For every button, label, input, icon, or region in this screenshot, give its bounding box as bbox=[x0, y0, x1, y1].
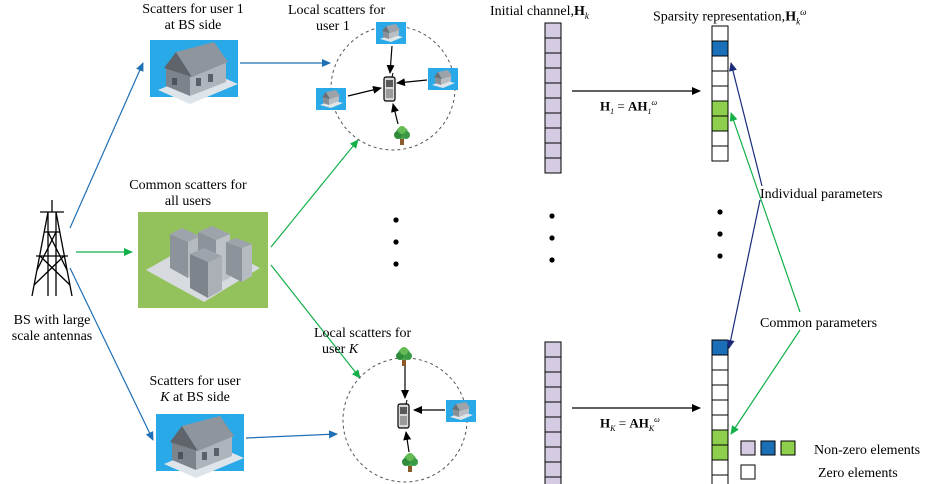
legend-nonzero-label: Non-zero elements bbox=[814, 443, 921, 458]
local-scatter-cluster-userK bbox=[342, 347, 476, 483]
legend-swatches bbox=[740, 440, 796, 480]
scatters-userK-var: K bbox=[160, 390, 170, 405]
buildings-common-icon bbox=[138, 212, 268, 308]
sparse-userK-cell bbox=[711, 474, 729, 484]
initial-channel-user1-cell bbox=[544, 97, 562, 114]
initial-channel-userK-cell bbox=[544, 356, 562, 373]
initial-channel-user1-cell bbox=[544, 112, 562, 129]
sparse-userK-cell bbox=[711, 444, 729, 461]
sparsity-sym: H bbox=[785, 9, 797, 25]
common-parameters-label: Common parameters bbox=[760, 316, 878, 331]
initial-channel-user1-cell bbox=[544, 142, 562, 159]
local-scatter-cluster-user1 bbox=[316, 22, 458, 151]
phone-icon bbox=[383, 72, 396, 102]
initial-channel-vector-user1 bbox=[544, 22, 562, 174]
common-scatters-line1: Common scatters for bbox=[129, 178, 247, 193]
initial-channel-userK-cell bbox=[544, 341, 562, 358]
initial-channel-userK-cell bbox=[544, 416, 562, 433]
bs-tower-icon bbox=[31, 200, 73, 297]
sparse-userK-cell bbox=[711, 459, 729, 476]
sparse-userK-cell bbox=[711, 354, 729, 371]
scatters-user1-line2: at BS side bbox=[164, 18, 222, 33]
bs-label-line2: scale antennas bbox=[11, 329, 93, 344]
initial-channel-vector-userK bbox=[544, 341, 562, 484]
sparse-userK-cell bbox=[711, 414, 729, 431]
scatters-userK-line2: K at BS side bbox=[120, 390, 270, 406]
common-scatters-label: Common scatters for all users bbox=[108, 178, 268, 210]
local-userK-prefix: user bbox=[322, 342, 349, 357]
sparsity-sub: k bbox=[796, 16, 801, 27]
sparsity-label: Sparsity representation,Hkω bbox=[653, 4, 806, 29]
initial-channel-label: Initial channel,Hk bbox=[490, 4, 589, 24]
sparse-user1-cell bbox=[711, 55, 729, 72]
individual-parameters-label: Individual parameters bbox=[760, 187, 883, 202]
legend-zero-label: Zero elements bbox=[818, 466, 898, 481]
sparsity-sup: ω bbox=[800, 7, 807, 17]
initial-channel-user1-cell bbox=[544, 127, 562, 144]
bs-label-line1: BS with large bbox=[13, 313, 91, 328]
phone-icon bbox=[397, 399, 410, 429]
local-user1-label: Local scatters for user 1 bbox=[288, 3, 385, 35]
scatters-userK-rest: at BS side bbox=[169, 390, 230, 405]
initial-channel-text: Initial channel, bbox=[490, 4, 574, 19]
sparse-userK-cell bbox=[711, 399, 729, 416]
sparse-user1-cell bbox=[711, 85, 729, 102]
common-scatters-line2: all users bbox=[164, 194, 212, 209]
initial-channel-user1-cell bbox=[544, 22, 562, 39]
initial-channel-userK-cell bbox=[544, 461, 562, 478]
sparse-userK-cell bbox=[711, 369, 729, 386]
initial-channel-userK-cell bbox=[544, 401, 562, 418]
house-scatter-user1-icon bbox=[150, 40, 238, 104]
sparsity-text: Sparsity representation, bbox=[653, 9, 786, 25]
sparse-user1-cell bbox=[711, 115, 729, 132]
local-userK-line2: user K bbox=[314, 342, 411, 358]
initial-channel-userK-cell bbox=[544, 446, 562, 463]
scatters-user1-line1: Scatters for user 1 bbox=[142, 2, 244, 17]
equation-user1: H1 = AH1ω bbox=[600, 98, 658, 116]
sparse-userK-cell bbox=[711, 339, 729, 356]
sparse-user1-cell bbox=[711, 40, 729, 57]
initial-channel-userK-cell bbox=[544, 431, 562, 448]
scatters-user1-label: Scatters for user 1 at BS side bbox=[118, 2, 268, 34]
initial-channel-sub: k bbox=[584, 10, 589, 21]
local-userK-label: Local scatters for user K bbox=[314, 326, 411, 358]
sparse-user1-cell bbox=[711, 145, 729, 162]
initial-channel-userK-cell bbox=[544, 371, 562, 388]
local-user1-line2: user 1 bbox=[316, 19, 350, 34]
bs-to-scatters-arrows bbox=[69, 59, 361, 441]
initial-channel-user1-cell bbox=[544, 157, 562, 174]
sparse-userK-cell bbox=[711, 429, 729, 446]
initial-channel-userK-cell bbox=[544, 476, 562, 484]
ellipsis-dots bbox=[393, 209, 723, 267]
initial-channel-userK-cell bbox=[544, 386, 562, 403]
house-scatter-userK-icon bbox=[156, 414, 244, 478]
bs-label: BS with large scale antennas bbox=[0, 313, 104, 345]
sparse-user1-cell bbox=[711, 70, 729, 87]
parameter-arrows bbox=[726, 62, 801, 435]
scatters-userK-line1: Scatters for user bbox=[149, 374, 241, 389]
initial-channel-user1-cell bbox=[544, 82, 562, 99]
equation-userK: HK = AHKω bbox=[600, 415, 660, 433]
scatters-userK-label: Scatters for user K at BS side bbox=[120, 374, 270, 406]
sparse-user1-cell bbox=[711, 130, 729, 147]
initial-channel-user1-cell bbox=[544, 67, 562, 84]
sparse-vector-user1 bbox=[711, 25, 729, 162]
local-user1-line1: Local scatters for bbox=[288, 3, 386, 18]
initial-channel-user1-cell bbox=[544, 37, 562, 54]
initial-channel-user1-cell bbox=[544, 52, 562, 69]
local-userK-var: K bbox=[348, 342, 359, 357]
initial-channel-sym: H bbox=[573, 4, 585, 19]
sparse-vector-userK bbox=[711, 339, 729, 484]
sparse-userK-cell bbox=[711, 384, 729, 401]
sparse-user1-cell bbox=[711, 100, 729, 117]
local-userK-line1: Local scatters for bbox=[314, 326, 412, 341]
